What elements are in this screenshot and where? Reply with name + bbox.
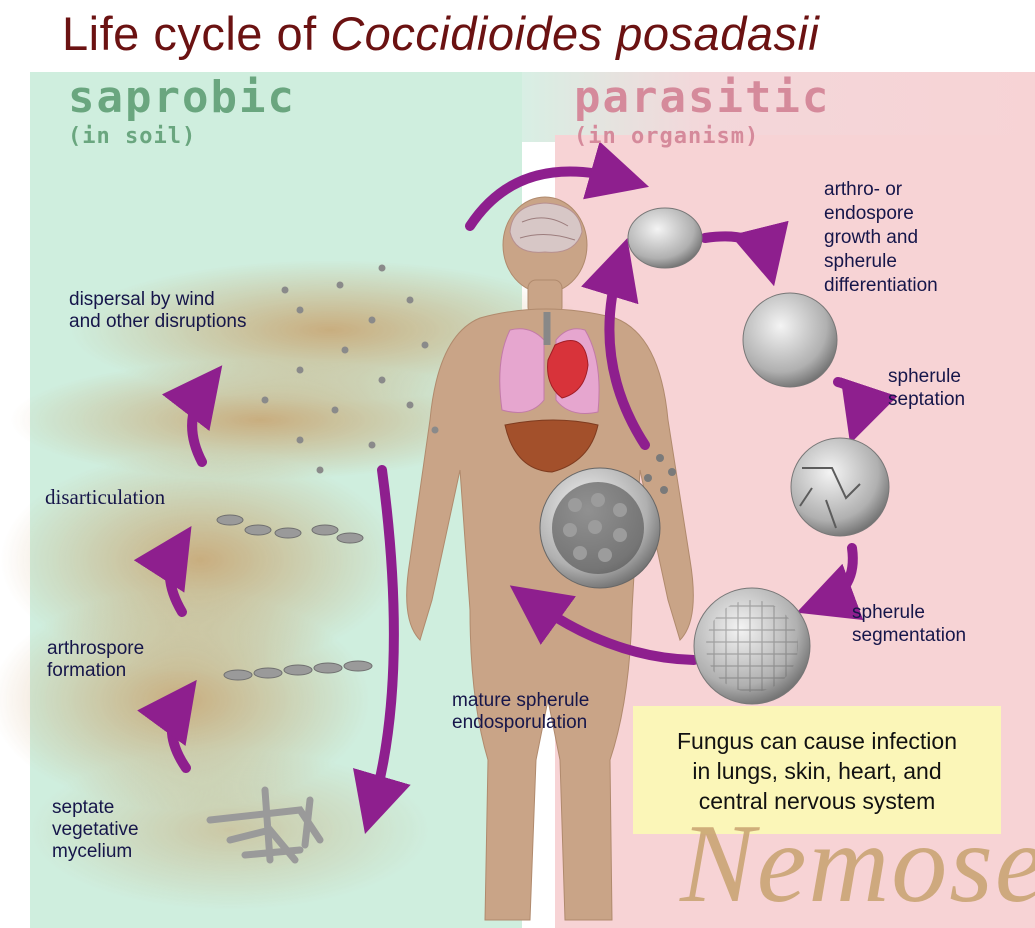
label-endosporulation: mature spherule endosporulation [452, 690, 589, 734]
label-dispersal: dispersal by wind and other disruptions [69, 289, 246, 333]
brain [510, 203, 582, 252]
arthroconidium [628, 208, 702, 268]
label-septation: spherule septation [888, 365, 965, 411]
young-spherule [743, 293, 837, 387]
label-growth: arthro- or endospore growth and spherule… [824, 178, 938, 298]
saprobic-subheading: (in soil) [68, 124, 196, 149]
label-segmentation: spherule segmentation [852, 601, 966, 647]
watermark: Nemose [680, 800, 1035, 928]
label-mycelium: septate vegetative mycelium [52, 797, 139, 863]
species-name: Coccidioides posadasii [330, 7, 819, 60]
parasitic-subheading: (in organism) [574, 124, 759, 149]
label-disarticulation: disarticulation [45, 486, 165, 508]
saprobic-heading: saprobic [68, 72, 296, 123]
diagram-title: Life cycle of Coccidioides posadasii [62, 6, 819, 61]
parasitic-heading: parasitic [574, 72, 830, 123]
left-lung [500, 329, 544, 413]
label-arthrospore-formation: arthrospore formation [47, 638, 144, 682]
